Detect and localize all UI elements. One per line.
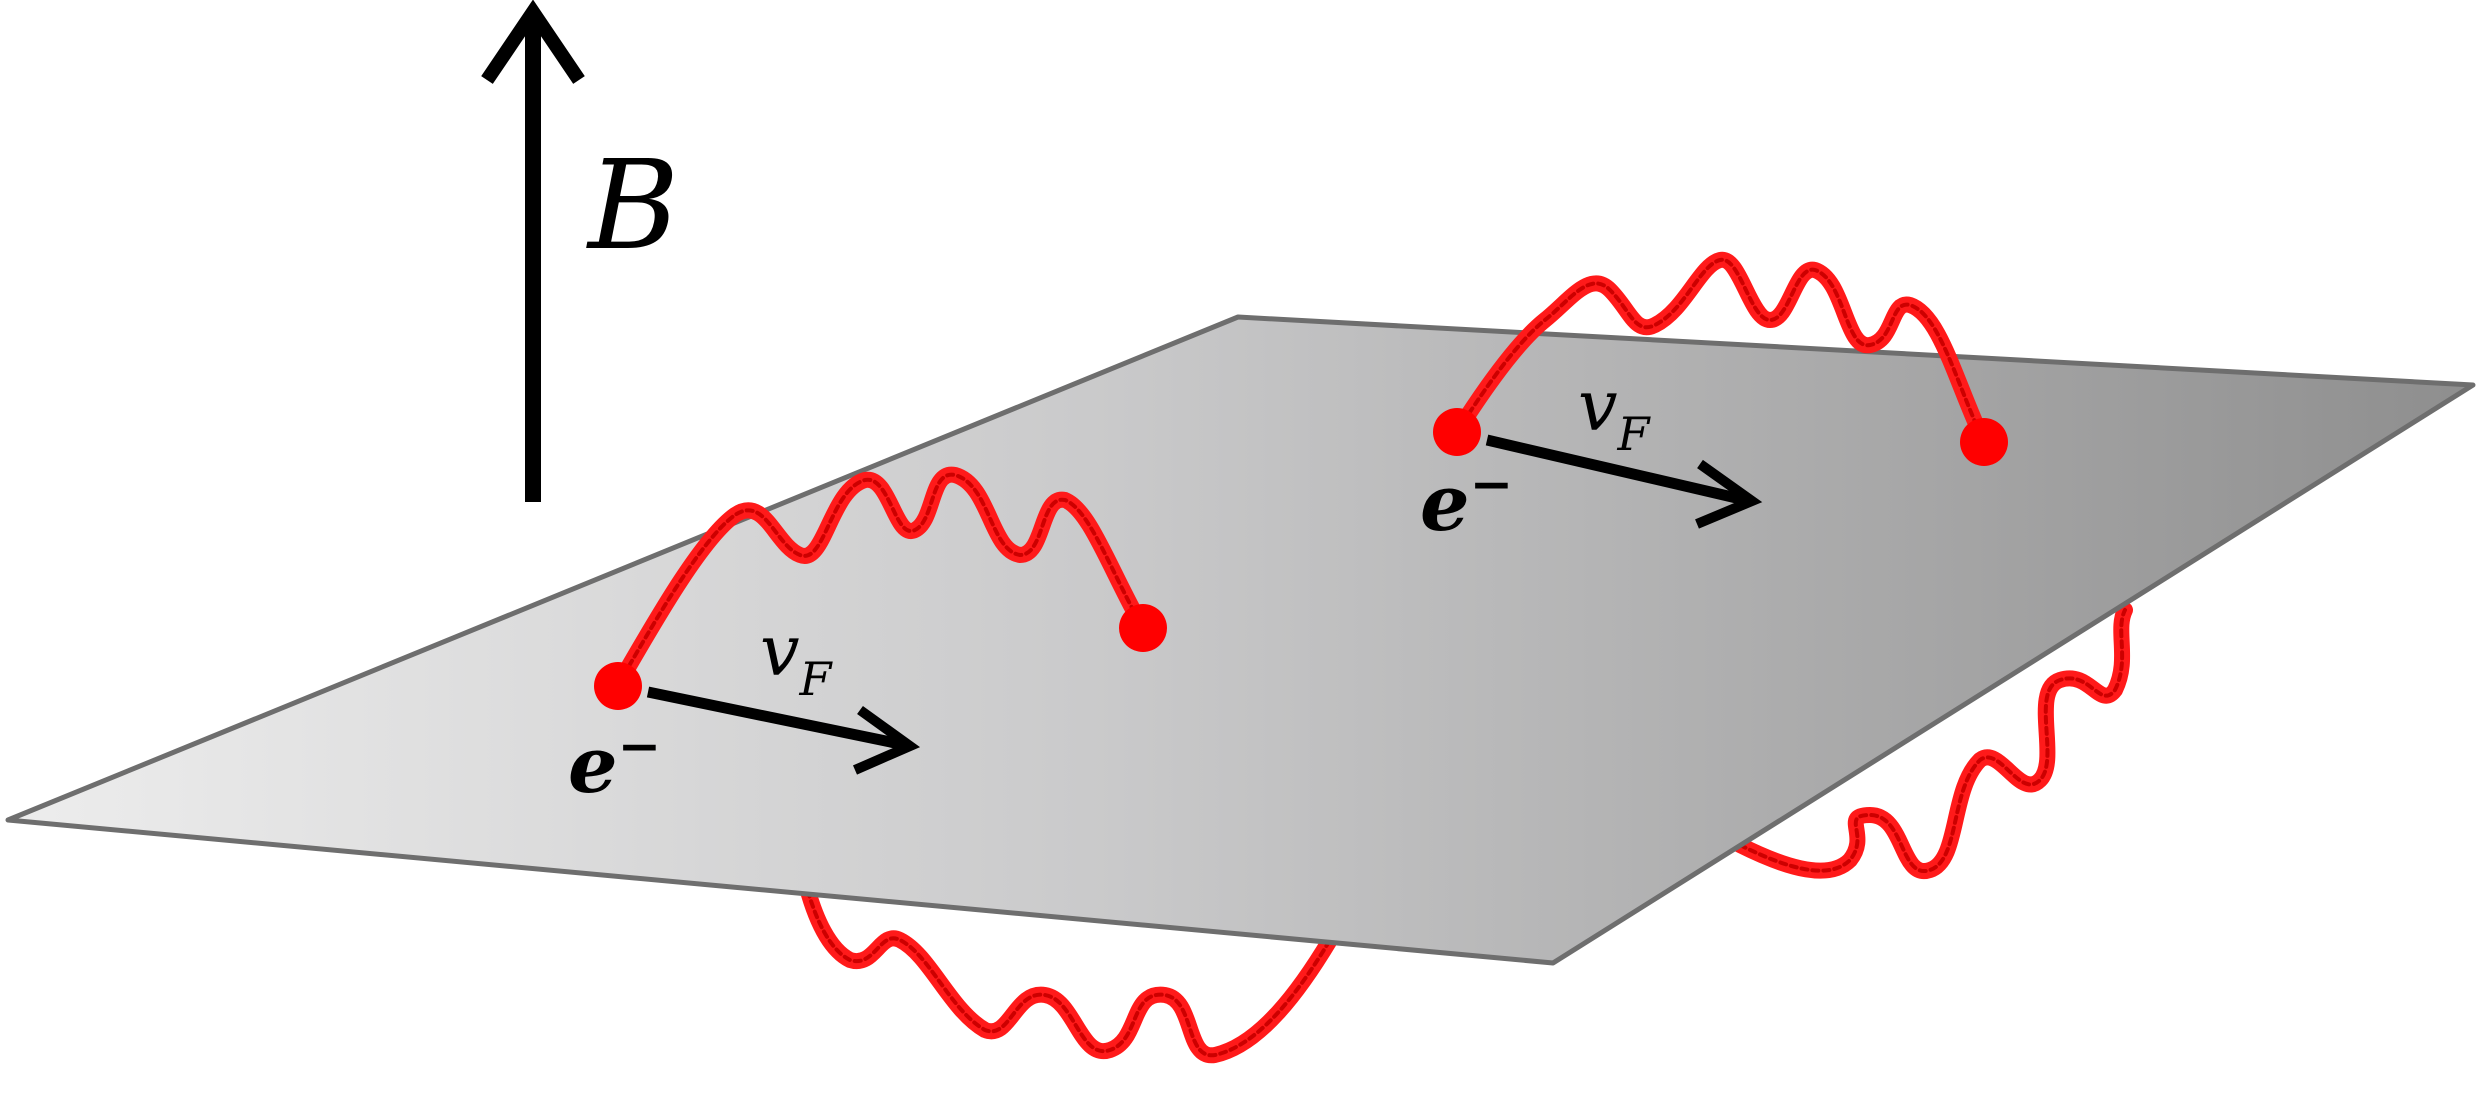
velocity-arrow-left bbox=[646, 686, 921, 775]
conducting-plane bbox=[5, 314, 2476, 966]
charge-symbol: e bbox=[1420, 458, 1470, 549]
velocity-subscript: F bbox=[1617, 407, 1652, 461]
charge-symbol: e bbox=[568, 720, 618, 811]
wave-below-right bbox=[1732, 602, 2133, 879]
wave-end-dot-icon bbox=[1119, 604, 1167, 652]
wave-above-right bbox=[1449, 251, 1992, 450]
velocity-symbol: v bbox=[1578, 365, 1618, 447]
field-label: B bbox=[586, 134, 679, 278]
electron-left: vF e− bbox=[568, 604, 1167, 811]
charge-sign: − bbox=[1470, 454, 1514, 515]
wave-end-dot-icon bbox=[1960, 418, 2008, 466]
electron-dot-icon bbox=[1433, 408, 1481, 456]
charge-sign: − bbox=[618, 716, 662, 777]
velocity-arrow-right bbox=[1485, 434, 1763, 529]
electron-dot-icon bbox=[594, 662, 642, 710]
velocity-subscript: F bbox=[799, 652, 834, 706]
velocity-label-right: vF bbox=[1578, 365, 1652, 461]
charge-label-left: e− bbox=[568, 716, 661, 811]
wave-above-left bbox=[610, 466, 1151, 693]
velocity-symbol: v bbox=[760, 610, 800, 692]
velocity-label-left: vF bbox=[760, 610, 834, 706]
electron-right: vF e− bbox=[1420, 365, 2008, 549]
wave-below-left bbox=[797, 872, 1338, 1064]
magnetic-field-arrow bbox=[481, 0, 585, 502]
charge-label-right: e− bbox=[1420, 454, 1513, 549]
